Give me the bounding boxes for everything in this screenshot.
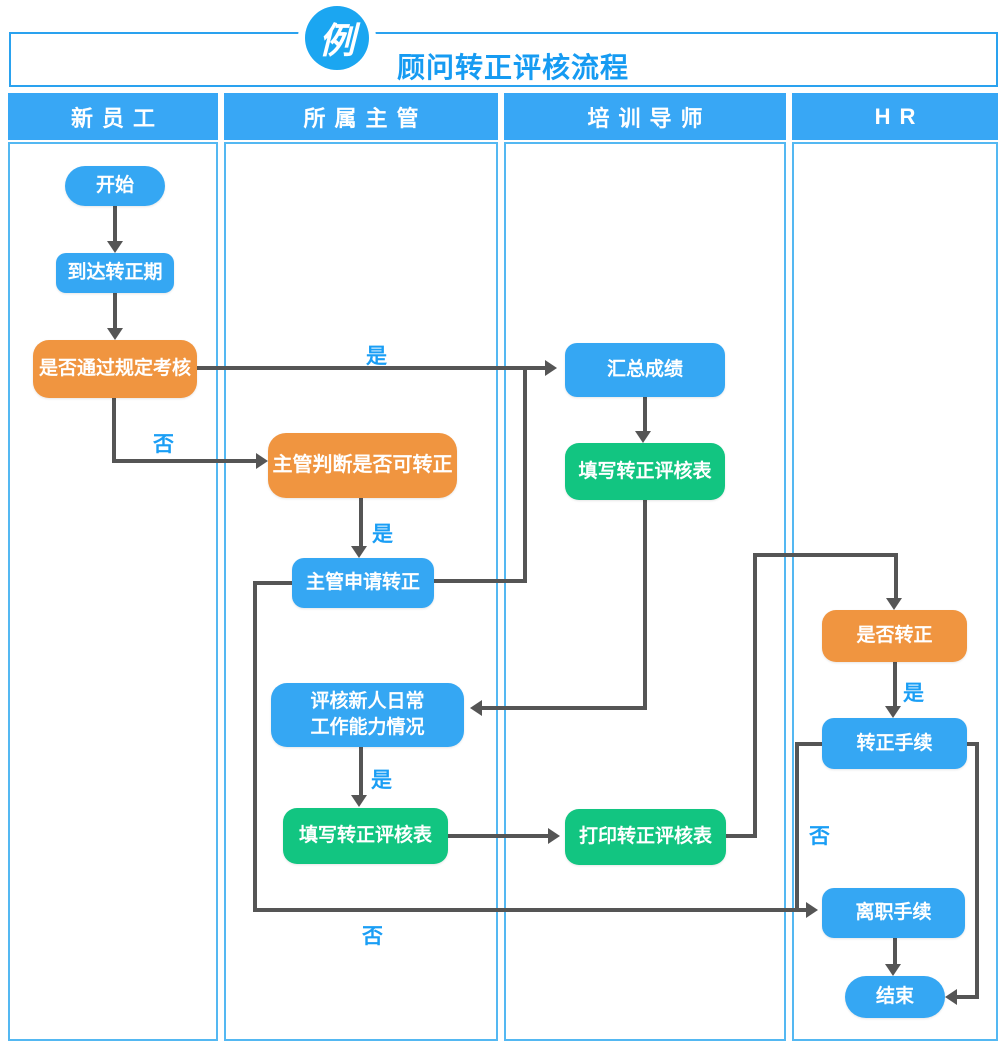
node-supervisor-apply: 主管申请转正 bbox=[292, 558, 434, 608]
edge-label-judge-yes: 是 bbox=[372, 523, 393, 546]
connector-aggregate-fill bbox=[643, 397, 647, 433]
connector-apply-merge-horizontal bbox=[434, 579, 525, 583]
connector-daily-fill bbox=[359, 747, 363, 797]
lane-header-new-employee: 新员工 bbox=[8, 93, 218, 140]
connector-start-reach bbox=[113, 205, 117, 243]
connector-reg-end-vertical bbox=[975, 742, 979, 999]
arrow-head bbox=[635, 431, 651, 443]
edge-label-exam-no: 否 bbox=[153, 433, 174, 456]
edge-label-confirm-no: 否 bbox=[809, 825, 830, 848]
arrow-head bbox=[545, 360, 557, 376]
arrow-head bbox=[107, 328, 123, 340]
connector-fill-daily-horizontal bbox=[482, 706, 647, 710]
connector-reach-exam bbox=[113, 293, 117, 330]
node-regularization-procedure: 转正手续 bbox=[822, 718, 967, 769]
edge-label-daily-yes: 是 bbox=[371, 769, 392, 792]
connector-reg-no-horizontal bbox=[797, 742, 824, 746]
connector-confirm-reg bbox=[893, 662, 897, 708]
connector-exam-judge-horizontal bbox=[112, 459, 256, 463]
connector-no-path-horizontal bbox=[253, 908, 806, 912]
connector-exam-aggregate bbox=[197, 366, 545, 370]
connector-resign-end bbox=[893, 938, 897, 966]
example-badge: 例 bbox=[305, 6, 369, 70]
arrow-head bbox=[470, 700, 482, 716]
node-evaluate-daily-line2: 工作能力情况 bbox=[310, 717, 425, 738]
edge-label-confirm-yes: 是 bbox=[903, 682, 924, 705]
node-aggregate-scores: 汇总成绩 bbox=[565, 343, 725, 397]
connector-reg-end-h1 bbox=[967, 742, 979, 746]
arrow-head bbox=[256, 453, 268, 469]
arrow-head bbox=[885, 706, 901, 718]
lane-header-supervisor: 所属主管 bbox=[224, 93, 498, 140]
arrow-head bbox=[548, 828, 560, 844]
connector-print-confirm-h1 bbox=[726, 834, 757, 838]
lane-header-mentor: 培训导师 bbox=[504, 93, 786, 140]
connector-no-path-vertical bbox=[253, 581, 257, 912]
node-start: 开始 bbox=[65, 166, 165, 206]
node-print-form: 打印转正评核表 bbox=[565, 809, 726, 865]
arrow-head bbox=[351, 795, 367, 807]
connector-fill-print bbox=[448, 834, 548, 838]
connector-print-confirm-vertical bbox=[753, 555, 757, 838]
arrow-head bbox=[886, 598, 902, 610]
node-evaluate-daily-line1: 评核新人日常 bbox=[310, 691, 425, 713]
node-reach-period: 到达转正期 bbox=[56, 253, 174, 293]
node-pass-exam-decision: 是否通过规定考核 bbox=[33, 340, 197, 398]
arrow-head bbox=[351, 546, 367, 558]
node-resignation-procedure: 离职手续 bbox=[822, 888, 965, 938]
arrow-head bbox=[806, 902, 818, 918]
edge-label-apply-no: 否 bbox=[362, 925, 383, 948]
connector-apply-merge-vertical bbox=[523, 366, 527, 583]
connector-fill-daily-vertical bbox=[643, 500, 647, 710]
node-confirm-regularization-decision: 是否转正 bbox=[822, 610, 967, 662]
title-box bbox=[9, 32, 998, 87]
arrow-head bbox=[107, 241, 123, 253]
node-fill-form-supervisor: 填写转正评核表 bbox=[283, 808, 448, 864]
arrow-head bbox=[945, 989, 957, 1005]
connector-judge-apply bbox=[359, 498, 363, 548]
page-title: 顾问转正评核流程 bbox=[397, 52, 630, 83]
node-fill-form-mentor: 填写转正评核表 bbox=[565, 443, 725, 500]
edge-label-exam-yes: 是 bbox=[366, 345, 387, 368]
node-evaluate-daily: 评核新人日常 工作能力情况 bbox=[271, 683, 464, 747]
example-badge-label: 例 bbox=[318, 20, 355, 61]
connector-print-confirm-h2 bbox=[753, 553, 898, 557]
connector-exam-judge-vertical bbox=[112, 398, 116, 461]
connector-reg-end-h2 bbox=[957, 995, 977, 999]
arrow-head bbox=[885, 964, 901, 976]
connector-reg-no-vertical bbox=[795, 742, 799, 912]
lane-header-hr: HR bbox=[792, 93, 998, 140]
connector-print-confirm-drop bbox=[894, 553, 898, 600]
node-supervisor-judge-decision: 主管判断是否可转正 bbox=[268, 433, 457, 498]
connector-no-path-top bbox=[253, 581, 295, 585]
node-end: 结束 bbox=[845, 976, 945, 1018]
